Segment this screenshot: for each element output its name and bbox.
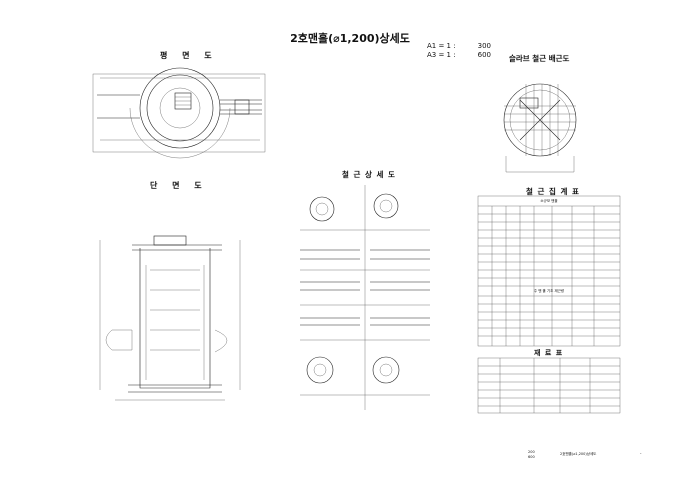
slab-rebar-heading: 슬라브 철근 배근도 — [509, 54, 570, 63]
schedule-subhead-a: 소규모 맨홀 — [540, 199, 558, 203]
footer-dash: - — [640, 451, 642, 456]
footer-left-a: 200 — [528, 450, 535, 454]
footer-left-b: 600 — [528, 455, 535, 459]
section-heading: 단 면 도 — [150, 181, 208, 190]
scale-block: A1 = 1 : 300 A3 = 1 : 600 — [427, 42, 491, 60]
footer-title: 2호맨홀(⌀1,200)상세도 — [560, 452, 597, 456]
rebar-detail-heading: 철 근 상 세 도 — [342, 170, 396, 179]
plan-heading: 평 면 도 — [160, 51, 218, 60]
materials-heading: 재 료 표 — [534, 349, 564, 357]
scale-a1-label: A1 = 1 : — [427, 42, 456, 50]
footer-left: 200 600 — [528, 450, 535, 460]
drawing-title: 2호맨홀(⌀1,200)상세도 — [290, 32, 410, 45]
schedule-subhead-b: 주 맨 홀 기초 제근량 — [533, 289, 565, 293]
scale-a3-label: A3 = 1 : — [427, 51, 456, 59]
rebar-schedule-heading: 철 근 집 계 표 — [526, 187, 580, 196]
scale-a3-value: 600 — [477, 51, 491, 59]
scale-a1-value: 300 — [477, 42, 491, 50]
